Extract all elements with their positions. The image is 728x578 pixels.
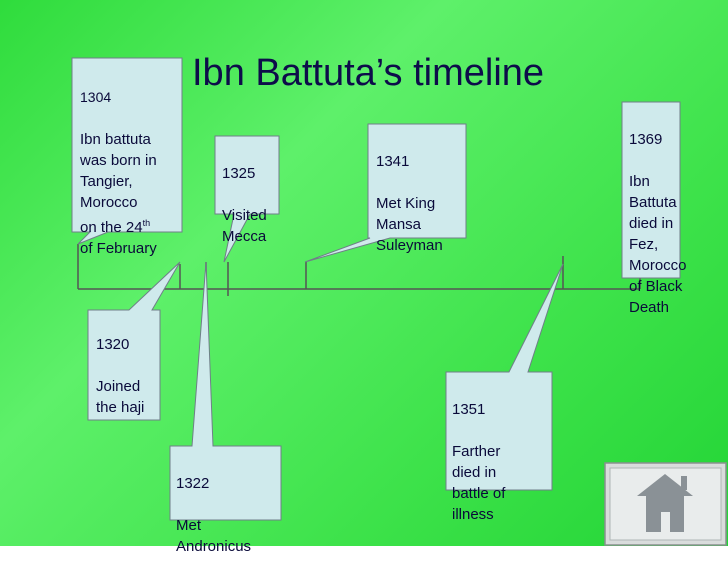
event-tail-1304: of February xyxy=(80,240,157,257)
callout-box-1351 xyxy=(445,263,564,491)
event-year-1322: 1322 xyxy=(176,475,210,492)
callout-box-1304 xyxy=(71,57,183,245)
event-text-1341: Met King Mansa Suleyman xyxy=(376,195,443,254)
callout-1341: 1341 Met King Mansa Suleyman xyxy=(376,130,443,277)
callout-1304: 1304 Ibn battuta was born in Tangier, Mo… xyxy=(80,66,157,280)
callout-1369: 1369 Ibn Battuta died in Fez, Morocco of… xyxy=(629,108,687,339)
callout-box-1369 xyxy=(621,101,681,279)
slide-title: Ibn Battuta’s timeline xyxy=(192,52,545,94)
event-text-1369: Ibn Battuta died in Fez, Morocco of Blac… xyxy=(629,173,687,316)
event-year-1320: 1320 xyxy=(96,336,130,353)
home-button[interactable] xyxy=(604,462,727,546)
event-year-1369: 1369 xyxy=(629,131,663,148)
event-year-1351: 1351 xyxy=(452,401,486,418)
event-sup-1304: th xyxy=(142,218,151,228)
callout-1320: 1320 Joined the haji xyxy=(96,313,144,439)
home-icon xyxy=(604,462,727,546)
timeline-diagram xyxy=(71,57,681,521)
callout-box-1322 xyxy=(169,261,282,521)
event-text-1304: Ibn battuta was born in Tangier, Morocco… xyxy=(80,131,157,236)
callout-box-1341 xyxy=(304,123,467,263)
callout-1351: 1351 Farther died in battle of illness xyxy=(452,378,505,546)
event-text-1320: Joined the haji xyxy=(96,378,145,416)
callout-box-1325 xyxy=(214,135,280,263)
event-year-1304: 1304 xyxy=(80,89,112,105)
callout-1325: 1325 Visited Mecca xyxy=(222,142,267,268)
event-text-1325: Visited Mecca xyxy=(222,207,267,245)
event-year-1325: 1325 xyxy=(222,165,256,182)
callout-box-1320 xyxy=(87,261,181,421)
event-text-1322: Met Andronicus xyxy=(176,517,252,555)
event-text-1351: Farther died in battle of illness xyxy=(452,443,506,523)
callout-1322: 1322 Met Andronicus xyxy=(176,452,251,578)
event-year-1341: 1341 xyxy=(376,153,410,170)
